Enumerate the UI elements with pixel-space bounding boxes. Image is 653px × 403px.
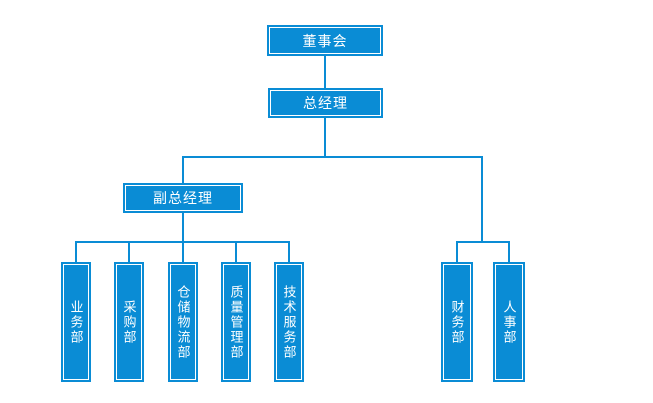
node-label: 副总经理: [153, 190, 213, 206]
node-label: 董事会: [302, 32, 348, 49]
connector-stub-quality-management-dept: [235, 241, 237, 262]
node-purchasing-dept: 采购部: [114, 262, 144, 382]
connector-gm-drop: [324, 118, 326, 158]
node-label: 仓储物流部: [175, 284, 191, 360]
connector-stub-technical-services-dept: [288, 241, 290, 262]
node-board-of-directors: 董事会: [267, 25, 383, 56]
connector-stub-warehouse-logistics-dept: [182, 241, 184, 262]
node-label: 财务部: [449, 299, 465, 345]
node-technical-services-dept: 技术服务部: [274, 262, 304, 382]
node-finance-dept: 财务部: [441, 262, 473, 382]
connector-stub-finance-dept: [456, 241, 458, 262]
connector-right-group-rail: [456, 241, 510, 243]
node-label: 业务部: [68, 299, 84, 345]
node-label: 人事部: [501, 299, 517, 345]
node-label: 技术服务部: [281, 284, 297, 360]
connector-stub-hr-dept: [508, 241, 510, 262]
connector-board-to-gm: [324, 56, 326, 88]
connector-split-to-dgm: [182, 156, 184, 183]
node-general-manager: 总经理: [268, 88, 383, 118]
node-label: 质量管理部: [228, 284, 244, 360]
node-hr-dept: 人事部: [493, 262, 525, 382]
connector-right-drop: [481, 156, 483, 243]
connector-dgm-drop: [182, 213, 184, 243]
connector-stub-purchasing-dept: [128, 241, 130, 262]
node-warehouse-logistics-dept: 仓储物流部: [168, 262, 198, 382]
node-business-dept: 业务部: [61, 262, 91, 382]
node-label: 采购部: [121, 299, 137, 345]
connector-stub-business-dept: [75, 241, 77, 262]
node-label: 总经理: [303, 95, 348, 111]
node-quality-management-dept: 质量管理部: [221, 262, 251, 382]
node-deputy-general-manager: 副总经理: [123, 183, 243, 213]
connector-main-split-rail: [182, 156, 483, 158]
